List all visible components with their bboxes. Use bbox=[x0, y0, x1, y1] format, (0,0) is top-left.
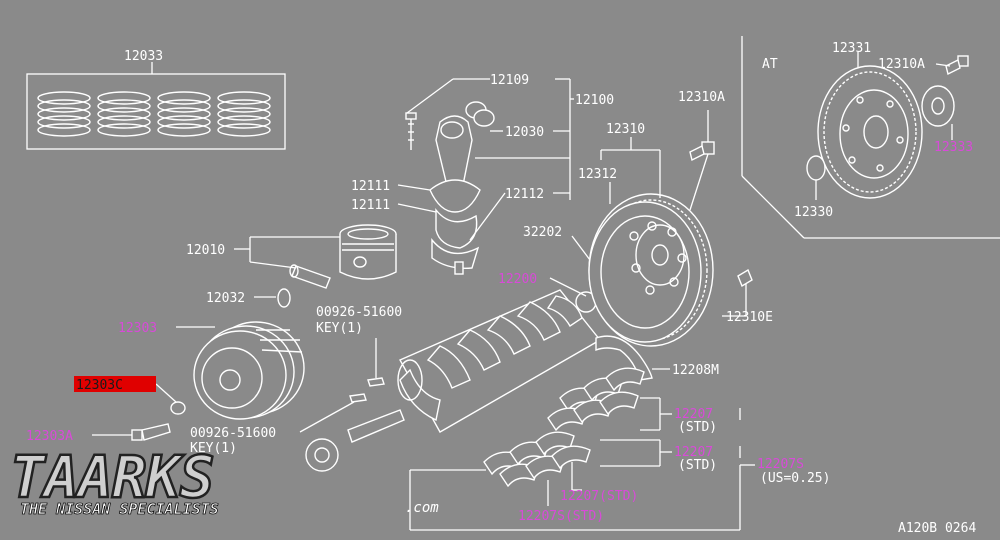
label-12032[interactable]: 12032 bbox=[206, 291, 245, 306]
label-12310[interactable]: 12310 bbox=[606, 122, 645, 137]
taarks-logo: TAARKS THE NISSAN SPECIALISTS .com bbox=[9, 442, 440, 519]
label-12303[interactable]: 12303 bbox=[118, 321, 157, 336]
label-00926-top[interactable]: 00926-51600 bbox=[316, 305, 402, 320]
logo-brand: TAARKS bbox=[10, 443, 214, 511]
label-12330[interactable]: 12330 bbox=[794, 205, 833, 220]
label-12112[interactable]: 12112 bbox=[505, 187, 544, 202]
label-12303A[interactable]: 12303A bbox=[26, 429, 73, 444]
connecting-rod[interactable] bbox=[405, 101, 495, 275]
label-12312[interactable]: 12312 bbox=[578, 167, 617, 182]
crankshaft[interactable] bbox=[347, 289, 602, 443]
label-12207S[interactable]: 12207S bbox=[757, 457, 804, 472]
piston[interactable] bbox=[339, 224, 397, 280]
label-std-1[interactable]: (STD) bbox=[678, 420, 717, 435]
pilot-bushing[interactable] bbox=[806, 155, 826, 181]
label-12200[interactable]: 12200 bbox=[498, 272, 537, 287]
piston-ring-set[interactable] bbox=[26, 62, 286, 150]
label-00926-bot[interactable]: 00926-51600 bbox=[190, 426, 276, 441]
snap-ring[interactable] bbox=[277, 288, 291, 308]
drive-plate[interactable] bbox=[817, 65, 923, 199]
label-key-top[interactable]: KEY(1) bbox=[316, 321, 363, 336]
label-12207-a[interactable]: 12207 bbox=[674, 407, 713, 422]
label-12109[interactable]: 12109 bbox=[490, 73, 529, 88]
label-std-2[interactable]: (STD) bbox=[678, 458, 717, 473]
label-12310A-mid[interactable]: 12310A bbox=[678, 90, 725, 105]
label-12303C[interactable]: 12303C bbox=[76, 378, 123, 393]
crank-pulley[interactable] bbox=[193, 321, 305, 420]
pulley-bolt[interactable] bbox=[131, 423, 171, 441]
crank-sprocket[interactable] bbox=[305, 438, 339, 472]
label-12310A-at[interactable]: 12310A bbox=[878, 57, 925, 72]
label-12033[interactable]: 12033 bbox=[124, 49, 163, 64]
piston-pin[interactable] bbox=[289, 264, 331, 289]
main-bearings-upper[interactable] bbox=[547, 367, 645, 432]
label-12030[interactable]: 12030 bbox=[505, 125, 544, 140]
label-32202[interactable]: 32202 bbox=[523, 225, 562, 240]
label-key-bot[interactable]: KEY(1) bbox=[190, 441, 237, 456]
woodruff-key-bottom[interactable] bbox=[349, 393, 367, 403]
drive-plate-bolt[interactable] bbox=[945, 55, 969, 76]
main-bearings-lower[interactable] bbox=[483, 431, 591, 488]
label-12310E[interactable]: 12310E bbox=[726, 310, 773, 325]
reinforcement-plate[interactable] bbox=[921, 85, 955, 127]
label-12207-std[interactable]: 12207(STD) bbox=[560, 489, 638, 504]
flywheel[interactable] bbox=[588, 193, 714, 347]
logo-domain: .com bbox=[405, 500, 439, 516]
label-12208M[interactable]: 12208M bbox=[672, 363, 719, 378]
label-us-025[interactable]: (US=0.25) bbox=[760, 471, 830, 486]
section-at: AT bbox=[762, 57, 778, 72]
diagram-code: A120B 0264 bbox=[898, 521, 976, 536]
label-12010[interactable]: 12010 bbox=[186, 243, 225, 258]
logo-tagline: THE NISSAN SPECIALISTS bbox=[20, 500, 219, 518]
dowel-pin[interactable] bbox=[737, 268, 753, 288]
pulley-washer[interactable] bbox=[170, 401, 186, 415]
label-12333[interactable]: 12333 bbox=[934, 140, 973, 155]
label-12331[interactable]: 12331 bbox=[832, 41, 871, 56]
label-12111-b[interactable]: 12111 bbox=[351, 198, 390, 213]
label-12207S-std[interactable]: 12207S(STD) bbox=[518, 509, 604, 524]
label-12100[interactable]: 12100 bbox=[575, 93, 614, 108]
selected-highlight bbox=[74, 376, 156, 392]
label-12111-a[interactable]: 12111 bbox=[351, 179, 390, 194]
label-12207-b[interactable]: 12207 bbox=[674, 445, 713, 460]
woodruff-key-top[interactable] bbox=[367, 377, 385, 387]
flywheel-bolt[interactable] bbox=[689, 141, 715, 162]
